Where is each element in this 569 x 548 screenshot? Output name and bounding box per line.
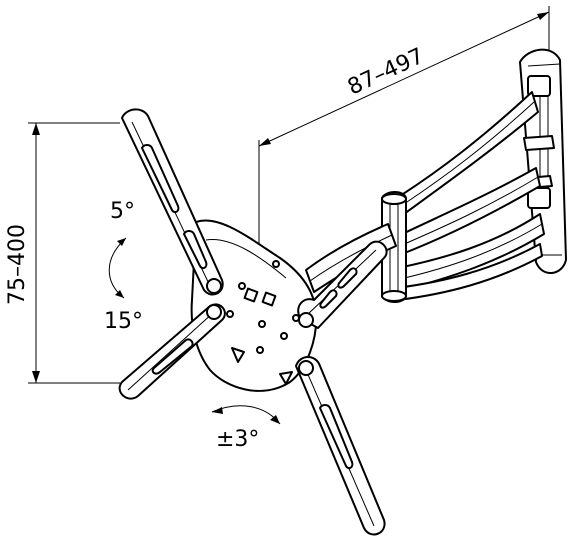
tilt-arrow-down bbox=[115, 290, 124, 298]
rail-top-left bbox=[121, 108, 224, 296]
rail-bottom-right bbox=[295, 356, 386, 536]
rotation-arrow-left bbox=[212, 407, 223, 414]
vesa-plate-hole bbox=[231, 347, 245, 363]
rail-bottom-left bbox=[118, 303, 226, 400]
upper-arm bbox=[397, 91, 541, 255]
rail-slot bbox=[319, 404, 354, 470]
rail-bolt bbox=[206, 278, 222, 294]
rail-slot bbox=[319, 289, 338, 309]
rotation-indicator: ±3° bbox=[211, 405, 281, 452]
rail-slot bbox=[337, 267, 358, 289]
rotation-label: ±3° bbox=[216, 427, 259, 452]
extension-dimension-line bbox=[258, 11, 550, 147]
rail-slot bbox=[183, 230, 208, 270]
rail-top-right bbox=[297, 240, 388, 329]
tilt-down-label: 15° bbox=[104, 309, 143, 334]
extension-arrow-right bbox=[537, 12, 549, 20]
tilt-indicator: 5° 15° bbox=[104, 199, 143, 334]
tilt-arc bbox=[108, 237, 127, 299]
vesa-range-label: 75–400 bbox=[5, 224, 30, 305]
vesa-plate-hole bbox=[243, 287, 259, 303]
vesa-plate-hole bbox=[279, 371, 293, 385]
rail-bolt bbox=[298, 360, 314, 376]
tilt-arrow-up bbox=[117, 238, 126, 246]
forearm bbox=[305, 223, 397, 293]
vesa-plate-hole bbox=[261, 291, 277, 307]
rail-slot bbox=[141, 144, 180, 214]
extension-arrow-left bbox=[259, 138, 271, 146]
wall-plate-upper-pivot bbox=[527, 75, 551, 97]
lower-arm bbox=[395, 213, 545, 301]
vesa-arrow-top bbox=[32, 123, 40, 135]
vesa-arrow-bottom bbox=[32, 371, 40, 383]
tilt-up-label: 5° bbox=[110, 199, 135, 224]
rail-bolt bbox=[206, 304, 222, 320]
rotation-arrow-right bbox=[270, 415, 280, 424]
rail-bolt bbox=[298, 312, 314, 328]
arm-extension-label: 87–497 bbox=[344, 44, 428, 101]
rail-slot bbox=[151, 338, 194, 375]
vesa-range-dimension: 75–400 bbox=[5, 122, 120, 384]
